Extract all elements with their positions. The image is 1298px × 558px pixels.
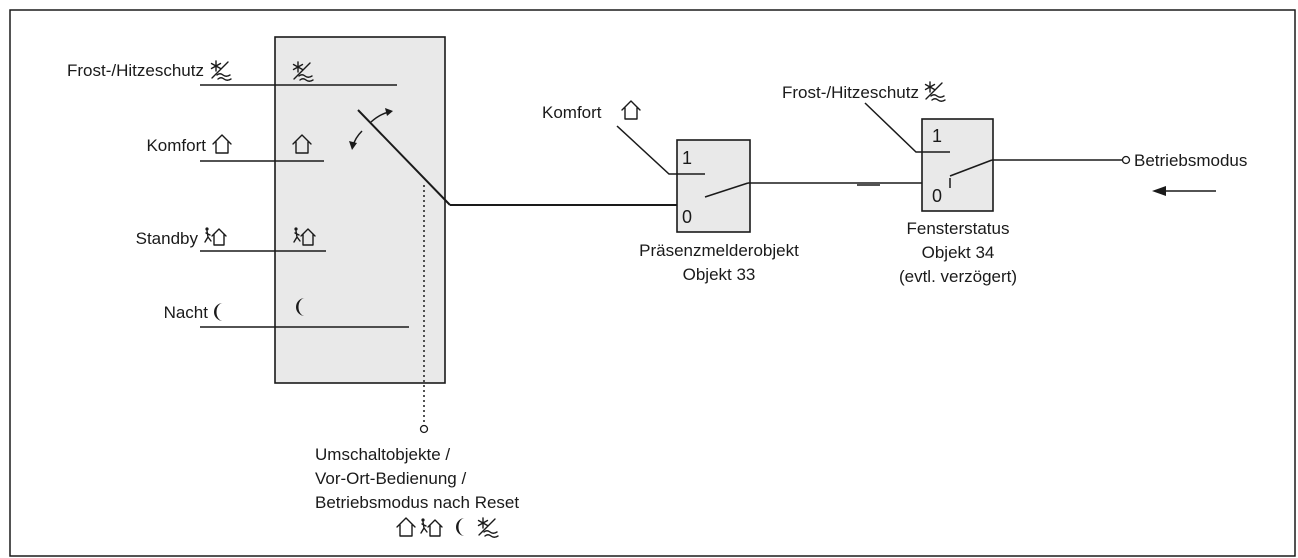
presence-caption-line2: Objekt 33 — [683, 265, 756, 284]
selector-switch-arm — [357, 109, 451, 206]
window-input-line — [864, 102, 950, 153]
house-icon — [212, 134, 232, 154]
presence-caption-line1: Präsenzmelderobjekt — [639, 241, 799, 260]
house-icon — [621, 100, 641, 120]
bottom-line3: Betriebsmodus nach Reset — [315, 493, 519, 512]
presence-switch-contact — [704, 182, 749, 198]
presence-pos-0: 0 — [682, 207, 692, 227]
window-pos-0: 0 — [932, 186, 942, 206]
diagram-frame — [9, 9, 1296, 557]
presence-input-label: Komfort — [542, 103, 602, 122]
mode-selector-box — [274, 36, 446, 384]
window-caption-line1: Fensterstatus — [907, 219, 1010, 238]
frost-heat-icon — [210, 60, 232, 81]
label-standby-left: Standby — [136, 229, 199, 248]
presence-input-line — [616, 125, 705, 175]
window-switch-box — [921, 118, 994, 212]
frost-heat-icon — [924, 81, 946, 102]
dotted-link-terminal — [419, 424, 429, 434]
label-komfort-left: Komfort — [146, 136, 206, 155]
bottom-line2: Vor-Ort-Bedienung / — [315, 469, 466, 488]
window-caption-line2: Objekt 34 — [922, 243, 995, 262]
label-frost-left: Frost-/Hitzeschutz — [67, 61, 204, 80]
output-terminal — [1121, 155, 1131, 165]
presence-pos-1: 1 — [682, 148, 692, 168]
standby-person-house-icon — [204, 226, 227, 246]
window-input-label: Frost-/Hitzeschutz — [782, 83, 919, 102]
house-icon — [396, 517, 416, 537]
label-nacht-left: Nacht — [164, 303, 209, 322]
output-label: Betriebsmodus — [1134, 151, 1247, 170]
bottom-line1: Umschaltobjekte / — [315, 445, 450, 464]
moon-icon — [456, 518, 465, 536]
frost-heat-icon — [477, 517, 499, 538]
standby-person-house-icon — [420, 517, 443, 537]
window-pos-1: 1 — [932, 126, 942, 146]
selector-output-line — [450, 193, 706, 206]
window-caption-line3: (evtl. verzögert) — [899, 267, 1017, 286]
window-switch-contact — [949, 159, 993, 177]
moon-icon — [214, 303, 223, 321]
